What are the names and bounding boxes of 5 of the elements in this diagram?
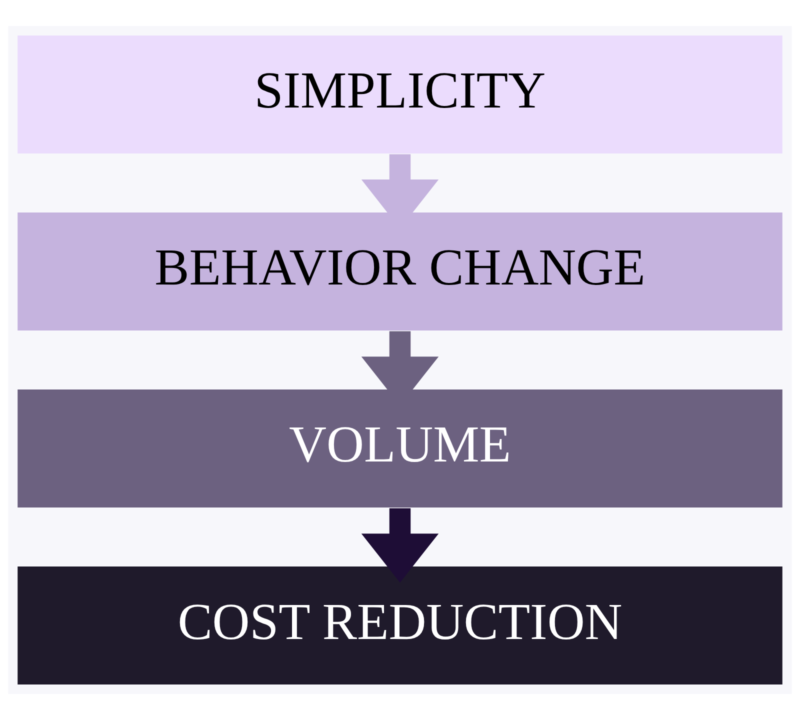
- node-box: VOLUME: [18, 390, 782, 508]
- arrow: [361, 508, 439, 583]
- node-box: BEHAVIOR CHANGE: [18, 212, 782, 330]
- node-box: COST REDUCTION: [18, 566, 782, 685]
- node-box: SIMPLICITY: [18, 35, 782, 154]
